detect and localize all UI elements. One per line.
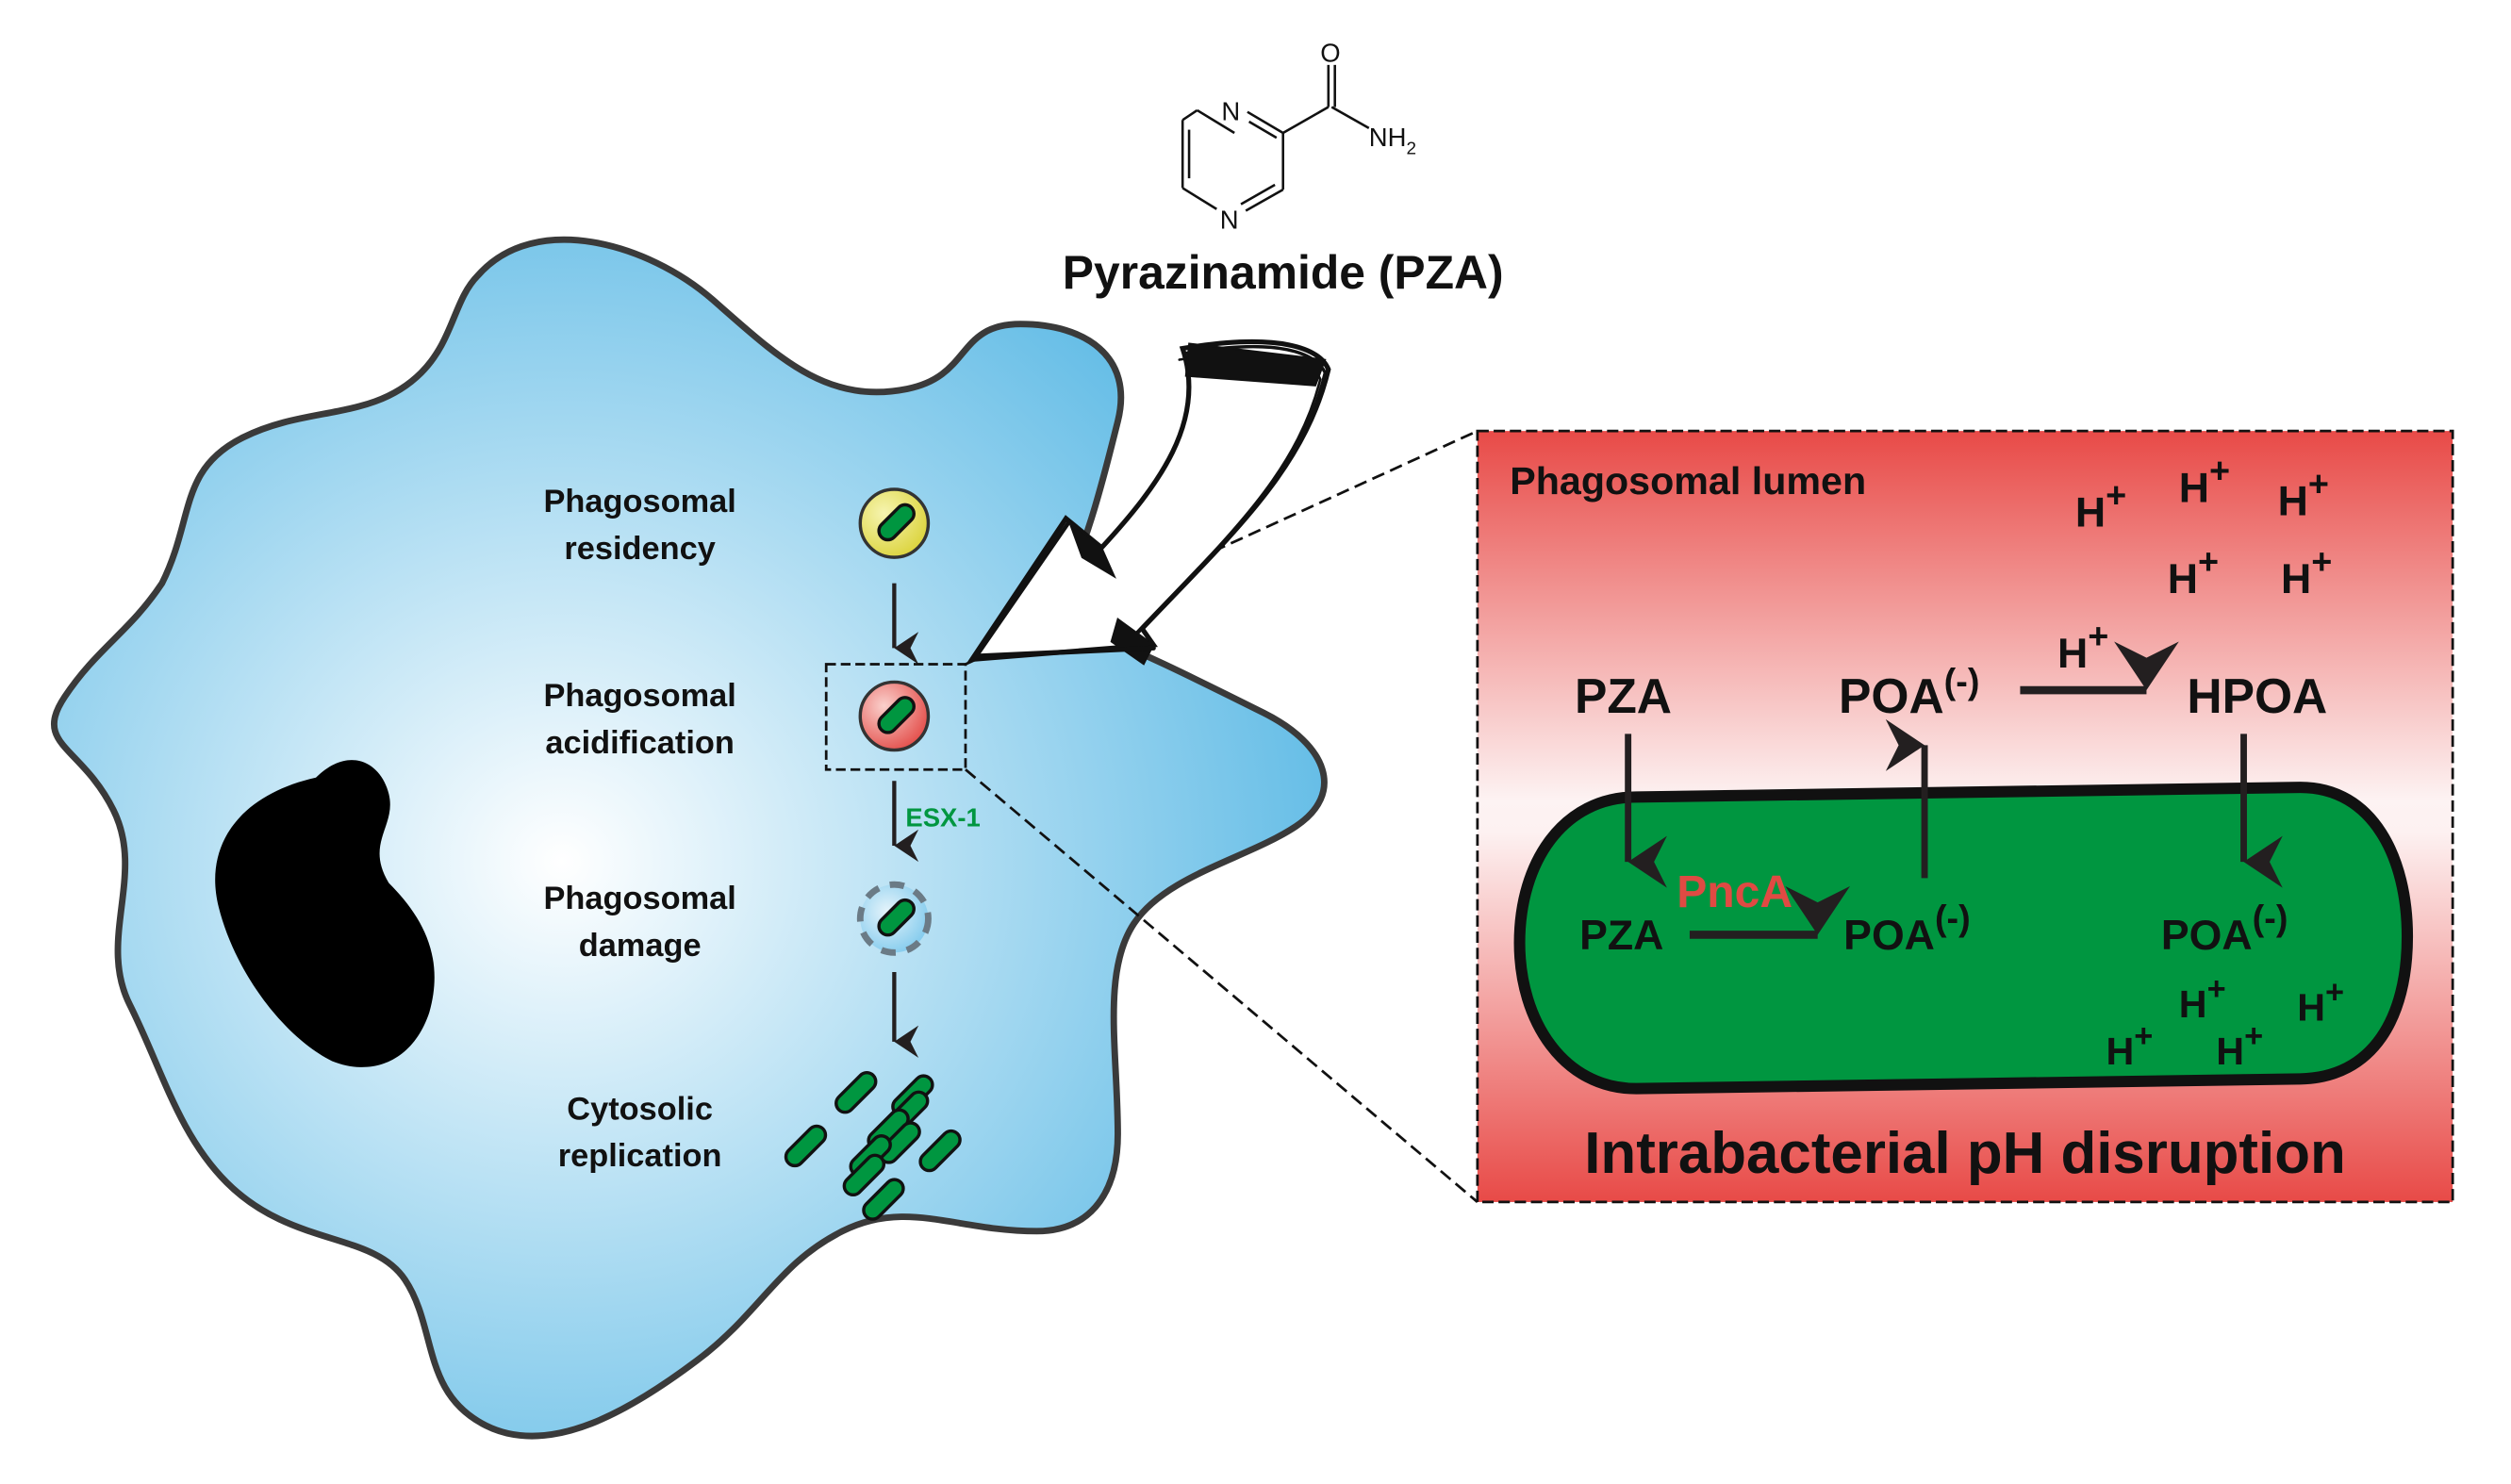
bacterium-poa-left: POA(-) — [1843, 899, 1971, 959]
stage-label-damage: Phagosomal damage — [543, 881, 735, 964]
zoom-box — [824, 663, 967, 771]
svg-text:H+: H+ — [2278, 465, 2329, 525]
svg-text:H+: H+ — [2297, 975, 2344, 1030]
enzyme-pnca: PncA — [1677, 866, 1792, 917]
svg-text:H+: H+ — [2179, 452, 2230, 512]
svg-text:replication: replication — [558, 1138, 722, 1174]
stage-label-residency: Phagosomal residency — [543, 484, 735, 567]
svg-text:H+: H+ — [2281, 542, 2332, 602]
intrabacterial-protons: H+ H+ H+ H+ — [2106, 971, 2344, 1073]
svg-text:residency: residency — [564, 531, 715, 567]
zoom-line-bottom — [965, 768, 1479, 1203]
lumen-protons: H+ H+ H+ H+ H+ — [2075, 452, 2333, 602]
yellow-phagosome-icon — [858, 487, 931, 559]
drug-name: Pyrazinamide (PZA) — [1063, 246, 1504, 299]
bacteria-cluster-icon — [784, 1071, 962, 1221]
protonation-h: H+ — [2057, 617, 2108, 677]
svg-text:H+: H+ — [2216, 1018, 2263, 1073]
esx1-label: ESX-1 — [905, 802, 980, 832]
carbonyl-o: O — [1320, 38, 1340, 67]
bacterium-pza: PZA — [1579, 913, 1663, 959]
bacterium-poa-right: POA(-) — [2161, 899, 2288, 959]
svg-text:Phagosomal: Phagosomal — [543, 484, 735, 519]
red-phagosome-icon — [858, 680, 931, 752]
lumen-poa: POA(-) — [1839, 662, 1979, 723]
svg-text:H+: H+ — [2179, 971, 2226, 1026]
drug-entry-arrow-icon — [966, 338, 1331, 666]
svg-text:Phagosomal: Phagosomal — [543, 881, 735, 916]
panel-title: Intrabacterial pH disruption — [1584, 1121, 2346, 1186]
pza-structure-icon — [1181, 64, 1370, 212]
svg-text:Phagosomal: Phagosomal — [543, 678, 735, 714]
amide-group: NH2 — [1369, 123, 1416, 159]
stage-label-acidification: Phagosomal acidification — [543, 678, 735, 761]
nucleus — [215, 760, 435, 1067]
lumen-label: Phagosomal lumen — [1510, 459, 1866, 503]
ring-n-top: N — [1221, 96, 1240, 125]
svg-text:H+: H+ — [2106, 1018, 2153, 1073]
damaged-phagosome-icon — [856, 881, 932, 956]
svg-text:acidification: acidification — [545, 725, 734, 761]
svg-text:Cytosolic: Cytosolic — [567, 1091, 713, 1127]
macrophage-cell — [51, 236, 1328, 1440]
ring-n-bottom: N — [1220, 205, 1239, 234]
stage-label-replication: Cytosolic replication — [558, 1091, 722, 1174]
lumen-hpoa: HPOA — [2187, 668, 2327, 723]
bacterium — [1513, 782, 2414, 1095]
svg-text:damage: damage — [579, 928, 702, 964]
svg-text:H+: H+ — [2168, 542, 2219, 602]
svg-text:H+: H+ — [2075, 476, 2126, 536]
lumen-pza: PZA — [1575, 668, 1672, 723]
